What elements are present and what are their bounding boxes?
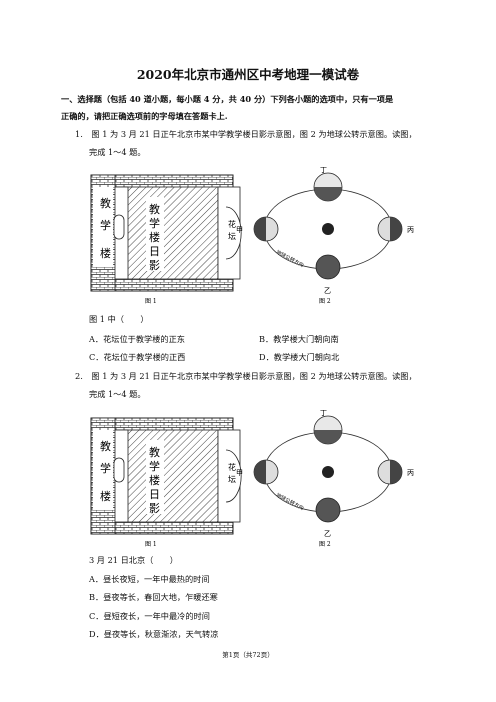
sun-icon (322, 466, 334, 478)
flower-label-2: 坛 (228, 474, 236, 484)
shadow-label-2: 学 (149, 459, 160, 473)
question-2-option-a[interactable]: A．昼长夜短，一年中最热的时间 (89, 574, 210, 584)
building-label-2: 学 (100, 461, 111, 475)
section-line-2: 正确的，请把正确选项前的字母填在答题卡上. (61, 111, 228, 121)
shadow-area (111, 186, 219, 280)
building-label-3: 楼 (100, 246, 111, 260)
question-1-number: 1. (75, 129, 83, 139)
sun-icon (322, 223, 334, 235)
fig1-school-diagram: 教 学 楼 教 学 楼 日 影 花 坛 图 1 (90, 174, 242, 305)
shadow-label-3: 楼 (149, 473, 160, 487)
orbit-label-left: 甲 (236, 226, 243, 234)
question-2-stem: 2. 图 1 为 3 月 21 日正午北京市某中学教学楼日影示意图，图 2 为地… (75, 370, 417, 382)
question-2-option-d[interactable]: D．昼夜等长，秋意渐浓，天气转凉 (89, 629, 219, 639)
orbit-direction-label: 地球公转方向 (275, 249, 305, 269)
shadow-label-5: 影 (149, 502, 160, 515)
fig1-caption: 图 1 (145, 541, 157, 548)
question-1-option-a[interactable]: A．花坛位于教学楼的正东 (89, 334, 185, 344)
fig2-orbit-diagram: 丁 乙 甲 丙 地球公转方向 图 2 (236, 410, 414, 548)
shadow-label-4: 日 (149, 245, 160, 258)
section-line-1: 一、选择题（包括 40 道小题，每小题 4 分，共 40 分）下列各小题的选项中… (61, 94, 394, 104)
fig2-orbit-diagram: 丁 乙 甲 丙 地球公转方向 图 2 (236, 167, 414, 305)
shadow-label-1: 教 (149, 203, 160, 216)
orbit-label-left: 甲 (236, 469, 243, 477)
orbit-label-right: 丙 (407, 226, 414, 234)
shadow-label-2: 学 (149, 216, 160, 230)
earth-bottom-icon (315, 254, 341, 280)
question-2-stem-line1: 图 1 为 3 月 21 日正午北京市某中学教学楼日影示意图，图 2 为地球公转… (91, 371, 417, 381)
page-title: 2020年北京市通州区中考地理一模试卷 (136, 67, 360, 82)
shadow-label-4: 日 (149, 488, 160, 501)
fig2-caption: 图 2 (319, 541, 331, 548)
shadow-label-3: 楼 (149, 230, 160, 244)
question-1-option-c[interactable]: C．花坛位于教学楼的正西 (89, 352, 186, 362)
page-footer: 第1页（共72页） (222, 651, 274, 659)
question-2-stem-line2: 完成 1～4 题。 (89, 389, 146, 399)
orbit-label-top: 丁 (320, 410, 327, 417)
figure-block-1: 教 学 楼 教 学 楼 日 影 花 坛 图 1 丁 乙 甲 丙 (90, 167, 414, 305)
question-2-option-b[interactable]: B．昼夜等长，春回大地，乍暖还寒 (89, 592, 218, 602)
section-instructions: 一、选择题（包括 40 道小题，每小题 4 分，共 40 分）下列各小题的选项中… (61, 91, 441, 125)
flower-label-1: 花 (228, 462, 236, 472)
question-1-option-d[interactable]: D．教学楼大门朝向北 (259, 352, 340, 362)
question-1-prompt: 图 1 中（ ） (89, 314, 149, 324)
orbit-label-top: 丁 (320, 167, 327, 174)
flower-label-1: 花 (228, 219, 236, 229)
shadow-area (111, 429, 219, 523)
fig1-school-diagram: 教 学 楼 教 学 楼 日 影 花 坛 图 1 (90, 417, 242, 548)
orbit-direction-label: 地球公转方向 (275, 492, 305, 512)
earth-left-icon (253, 459, 279, 485)
question-2-prompt: 3 月 21 日北京（ ） (89, 555, 178, 565)
question-2-option-c[interactable]: C．昼短夜长，一年中最冷的时间 (89, 611, 210, 621)
building-label-2: 学 (100, 218, 111, 232)
earth-right-icon (377, 216, 403, 242)
earth-bottom-icon (315, 497, 341, 523)
figure-block-2: 教 学 楼 教 学 楼 日 影 花 坛 图 1 丁 乙 甲 丙 (90, 410, 414, 548)
earth-top-icon (313, 172, 343, 202)
question-1-stem: 1. 图 1 为 3 月 21 日正午北京市某中学教学楼日影示意图，图 2 为地… (75, 128, 417, 140)
orbit-label-bottom: 乙 (324, 287, 331, 295)
fig1-caption: 图 1 (145, 298, 157, 305)
shadow-label-1: 教 (149, 446, 160, 459)
question-2-number: 2. (75, 371, 83, 381)
question-1-option-b[interactable]: B．教学楼大门朝向南 (259, 334, 339, 344)
flower-bed (225, 206, 242, 260)
orbit-label-bottom: 乙 (324, 530, 331, 538)
earth-top-icon (313, 415, 343, 445)
fig2-caption: 图 2 (319, 298, 331, 305)
flower-label-2: 坛 (228, 231, 236, 241)
building-label-3: 楼 (100, 489, 111, 503)
building-door (113, 214, 125, 240)
building-label-1: 教 (100, 197, 111, 210)
flower-bed (225, 449, 242, 503)
building-door (113, 457, 125, 483)
question-1-stem-line1: 图 1 为 3 月 21 日正午北京市某中学教学楼日影示意图，图 2 为地球公转… (91, 129, 417, 139)
question-1-stem-line2: 完成 1～4 题。 (89, 147, 146, 157)
earth-right-icon (377, 459, 403, 485)
orbit-label-right: 丙 (407, 469, 414, 477)
earth-left-icon (253, 216, 279, 242)
building-label-1: 教 (100, 440, 111, 453)
shadow-label-5: 影 (149, 259, 160, 272)
